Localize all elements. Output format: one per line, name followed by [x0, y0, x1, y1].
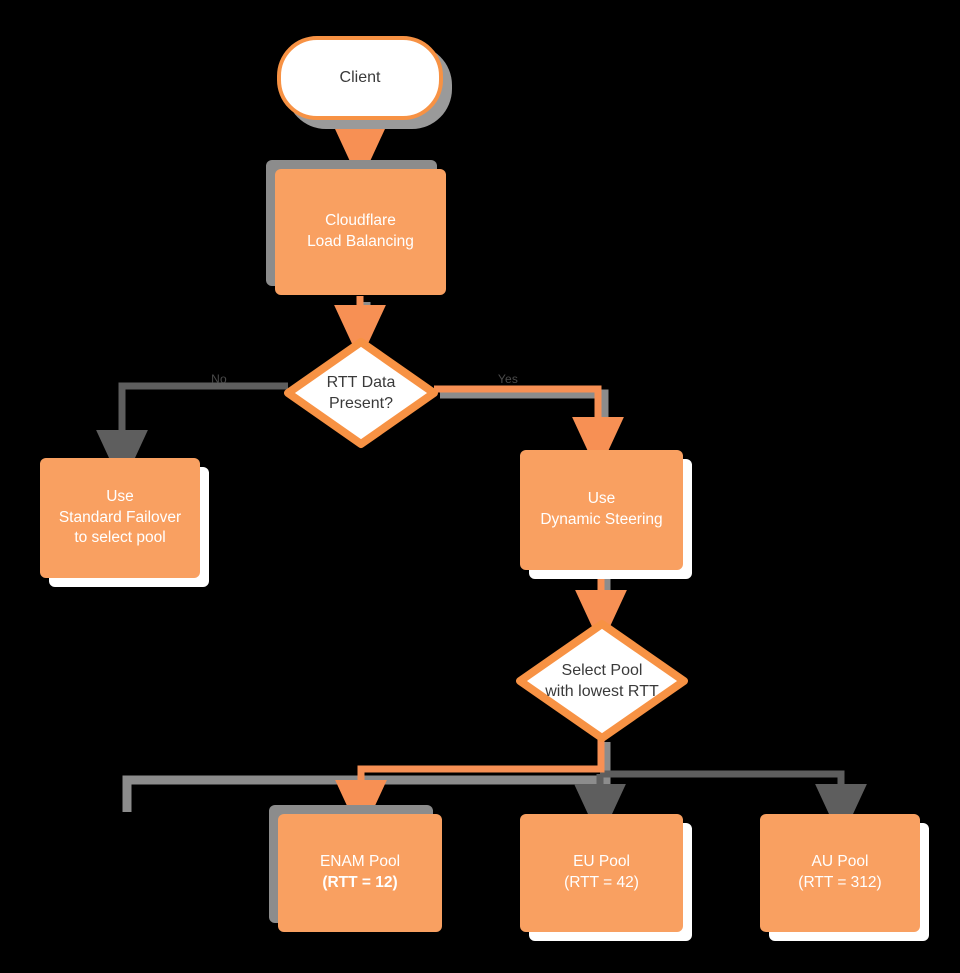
edge-label-rtt-no: No [211, 372, 227, 386]
node-client[interactable]: Client [277, 36, 443, 120]
node-dynamic-steering-line2: Dynamic Steering [540, 511, 663, 528]
node-rtt-decision-line1: RTT Data [326, 373, 396, 391]
node-au-pool-line1: AU Pool [811, 853, 869, 871]
edge-label-rtt-yes: Yes [497, 372, 519, 386]
node-rtt-decision[interactable]: RTT Data Present? [281, 335, 441, 451]
node-eu-pool[interactable]: EU Pool (RTT = 42) [520, 814, 683, 932]
node-standard-failover-line2: Standard Failover [58, 508, 182, 526]
node-load-balancing-line2: Load Balancing [307, 233, 414, 250]
node-standard-failover-line3: to select pool [74, 529, 166, 547]
node-load-balancing-line1: Cloudflare [325, 212, 396, 230]
node-au-pool-line2: (RTT = 312) [798, 874, 882, 891]
node-dynamic-steering[interactable]: Use Dynamic Steering [520, 450, 683, 570]
node-enam-pool-line2: (RTT = 12) [322, 874, 398, 891]
node-select-pool-line2: with lowest RTT [545, 683, 659, 700]
node-rtt-decision-line2: Present? [328, 395, 394, 412]
node-load-balancing[interactable]: Cloudflare Load Balancing [275, 169, 446, 295]
node-enam-pool-line1: ENAM Pool [319, 853, 401, 871]
rtt-decision-diamond-shape [284, 338, 438, 448]
node-enam-pool[interactable]: ENAM Pool (RTT = 12) [278, 814, 442, 932]
node-select-pool-line1: Select Pool [561, 661, 643, 679]
node-standard-failover[interactable]: Use Standard Failover to select pool [40, 458, 200, 578]
node-client-label: Client [339, 69, 381, 86]
node-standard-failover-line1: Use [106, 488, 134, 506]
select-pool-diamond-shape [516, 620, 688, 742]
node-select-pool[interactable]: Select Pool with lowest RTT [513, 617, 691, 745]
node-eu-pool-line2: (RTT = 42) [564, 874, 639, 891]
node-au-pool[interactable]: AU Pool (RTT = 312) [760, 814, 920, 932]
node-dynamic-steering-line1: Use [587, 490, 616, 508]
node-eu-pool-line1: EU Pool [573, 853, 630, 871]
